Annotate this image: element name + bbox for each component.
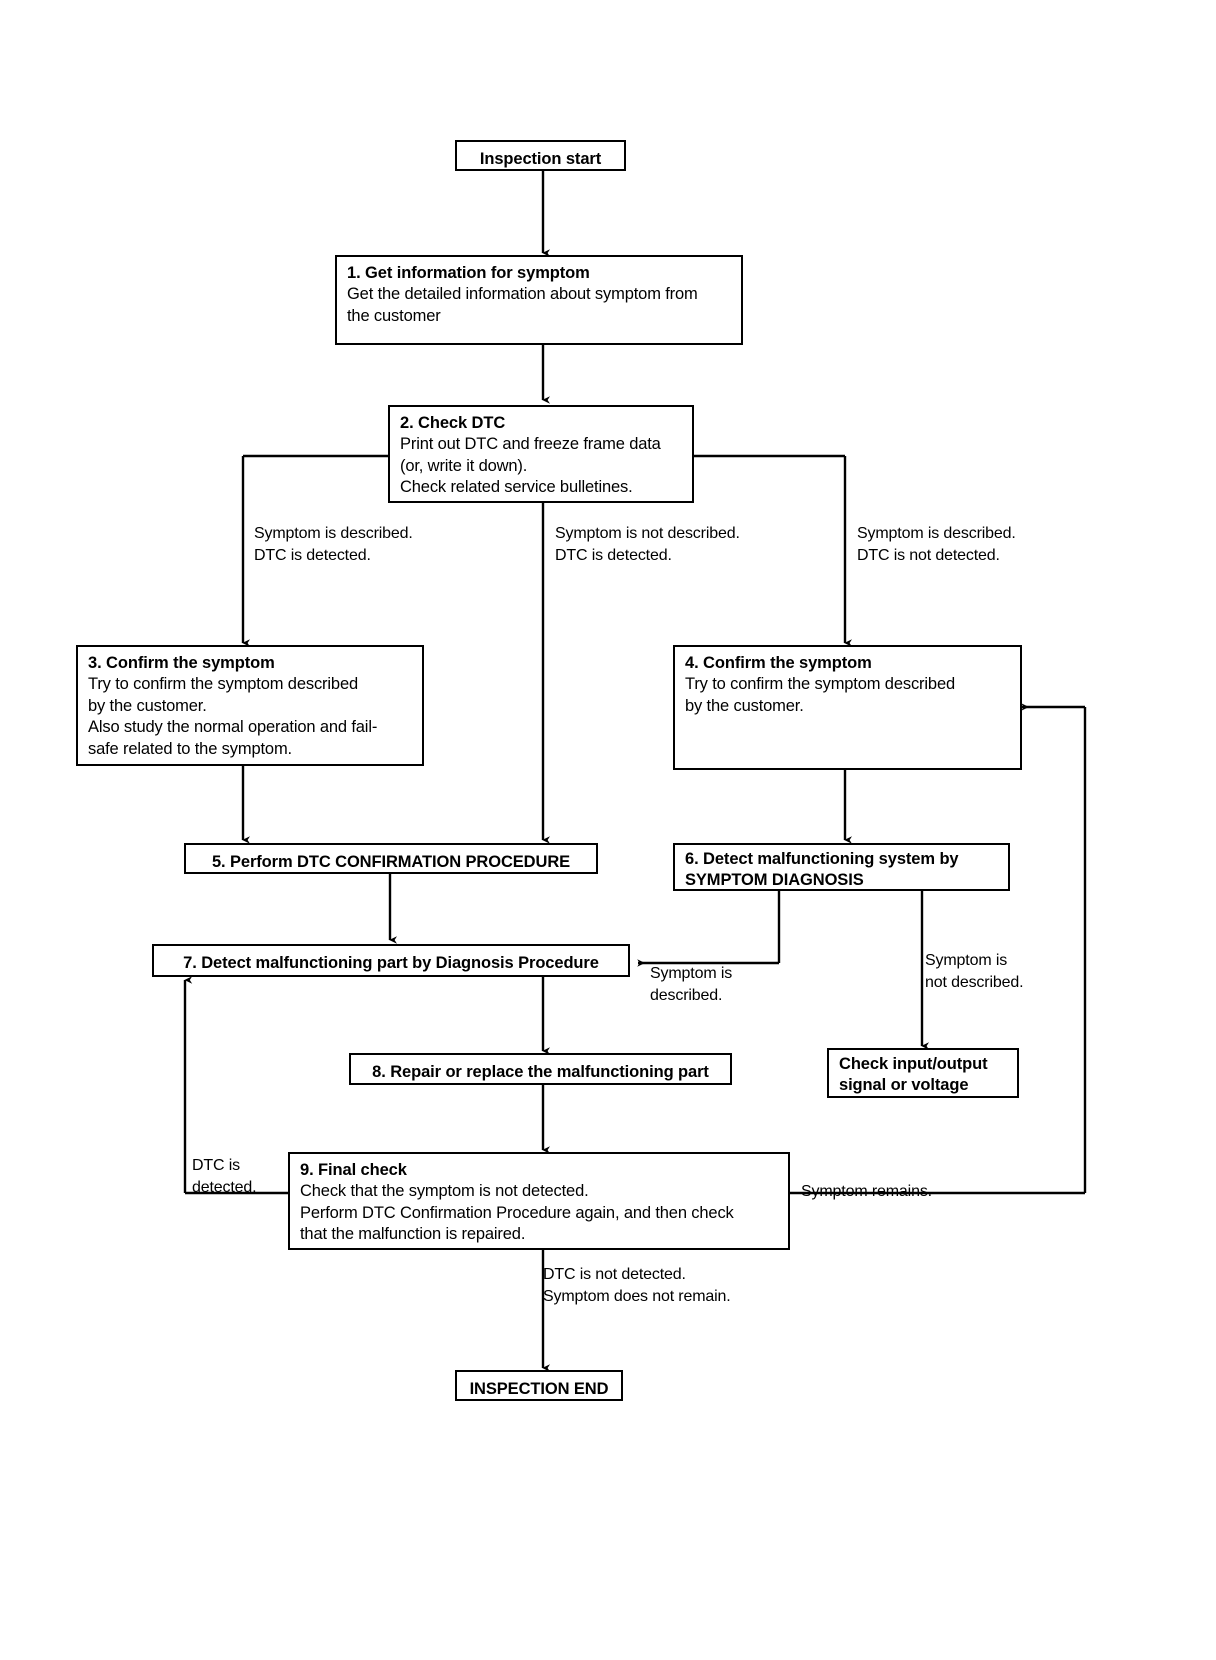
node-inspection-end-title: INSPECTION END (469, 1380, 609, 1398)
edge-label-branch-middle-line-1: Symptom is not described. (555, 525, 740, 542)
edge-label-symptom-not-described: Symptom is not described. (925, 950, 1024, 993)
edge-label-symptom-not-described-line-2: not described. (925, 973, 1024, 991)
node-step-2[interactable]: 2. Check DTC Print out DTC and freeze fr… (388, 405, 694, 503)
edge-label-final-ok-line-1: DTC is not detected. (543, 1266, 686, 1283)
edge-label-branch-left-line-1: Symptom is described. (254, 525, 413, 542)
node-step-8[interactable]: 8. Repair or replace the malfunctioning … (349, 1053, 732, 1085)
edge-label-symptom-remains: Symptom remains. (801, 1181, 932, 1203)
node-step-4-line-1: Try to confirm the symptom described (685, 675, 955, 694)
edge-label-symptom-described-line-2: described. (650, 986, 723, 1004)
node-step-3-line-1: Try to confirm the symptom described (88, 675, 358, 694)
node-step-3-line-4: safe related to the symptom. (88, 739, 292, 758)
edge-label-symptom-remains-line-1: Symptom remains. (801, 1183, 932, 1200)
edge-label-branch-left-line-2: DTC is detected. (254, 546, 371, 564)
node-step-2-line-2: (or, write it down). (400, 456, 528, 475)
edge-label-dtc-is-detected-line-1: DTC is (192, 1157, 240, 1174)
edge-label-branch-right-line-2: DTC is not detected. (857, 546, 1000, 564)
node-step-9-line-3: that the malfunction is repaired. (300, 1225, 526, 1244)
node-step-9-line-1: Check that the symptom is not detected. (300, 1182, 589, 1201)
edge-label-dtc-is-detected: DTC is detected. (192, 1155, 257, 1198)
edge-label-symptom-described: Symptom is described. (650, 963, 732, 1006)
node-step-8-title: 8. Repair or replace the malfunctioning … (372, 1063, 709, 1081)
node-step-9-title: 9. Final check (300, 1161, 407, 1179)
edge-label-dtc-is-detected-line-2: detected. (192, 1178, 257, 1196)
node-step-1-title: 1. Get information for symptom (347, 264, 590, 282)
node-step-5[interactable]: 5. Perform DTC CONFIRMATION PROCEDURE (184, 843, 598, 874)
node-step-4-line-2: by the customer. (685, 696, 804, 715)
node-step-7-title: 7. Detect malfunctioning part by Diagnos… (183, 954, 599, 972)
node-step-9-line-2: Perform DTC Confirmation Procedure again… (300, 1203, 734, 1222)
node-step-6[interactable]: 6. Detect malfunctioning system by SYMPT… (673, 843, 1010, 891)
node-step-2-line-1: Print out DTC and freeze frame data (400, 435, 661, 454)
node-step-6-title-2: SYMPTOM DIAGNOSIS (685, 871, 864, 890)
node-step-3-line-2: by the customer. (88, 696, 207, 715)
edge-label-symptom-described-line-1: Symptom is (650, 965, 733, 982)
node-step-6-title: 6. Detect malfunctioning system by (685, 850, 959, 868)
edge-label-final-ok: DTC is not detected. Symptom does not re… (543, 1264, 731, 1307)
node-step-5-title: 5. Perform DTC CONFIRMATION PROCEDURE (211, 853, 571, 871)
node-inspection-end[interactable]: INSPECTION END (455, 1370, 623, 1401)
node-step-2-title: 2. Check DTC (400, 414, 506, 432)
node-inspection-start-title: Inspection start (479, 150, 602, 168)
node-check-input-output-title-2: signal or voltage (839, 1076, 969, 1095)
node-check-input-output[interactable]: Check input/output signal or voltage (827, 1048, 1019, 1098)
node-step-3[interactable]: 3. Confirm the symptom Try to confirm th… (76, 645, 424, 766)
node-step-4-title: 4. Confirm the symptom (685, 654, 872, 672)
edge-label-symptom-not-described-line-1: Symptom is (925, 952, 1008, 969)
node-check-input-output-title: Check input/output (839, 1055, 988, 1073)
edge-label-final-ok-line-2: Symptom does not remain. (543, 1287, 731, 1305)
node-step-3-title: 3. Confirm the symptom (88, 654, 275, 672)
edge-label-branch-right-line-1: Symptom is described. (857, 525, 1016, 542)
edge-label-branch-middle: Symptom is not described. DTC is detecte… (555, 523, 740, 566)
node-step-1-line-2: the customer (347, 306, 441, 325)
node-step-7[interactable]: 7. Detect malfunctioning part by Diagnos… (152, 944, 630, 977)
node-step-1-line-1: Get the detailed information about sympt… (347, 285, 698, 304)
edge-label-branch-left: Symptom is described. DTC is detected. (254, 523, 413, 566)
node-inspection-start[interactable]: Inspection start (455, 140, 626, 171)
node-step-3-line-3: Also study the normal operation and fail… (88, 718, 378, 737)
edge-label-branch-middle-line-2: DTC is detected. (555, 546, 672, 564)
node-step-2-line-3: Check related service bulletines. (400, 478, 633, 497)
node-step-1[interactable]: 1. Get information for symptom Get the d… (335, 255, 743, 345)
edge-label-branch-right: Symptom is described. DTC is not detecte… (857, 523, 1016, 566)
node-step-4[interactable]: 4. Confirm the symptom Try to confirm th… (673, 645, 1022, 770)
node-step-9[interactable]: 9. Final check Check that the symptom is… (288, 1152, 790, 1250)
